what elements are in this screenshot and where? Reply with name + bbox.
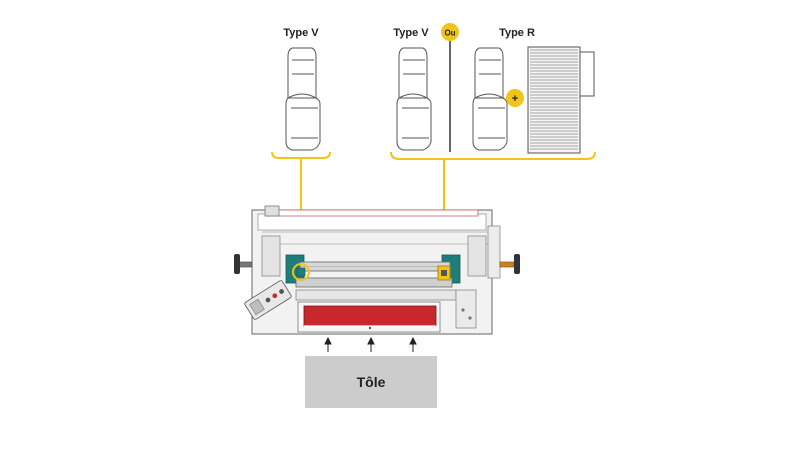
right-handwheel-icon	[499, 254, 520, 274]
sheet-box	[305, 356, 437, 408]
plus-badge: +	[506, 89, 524, 107]
sheet-label: Tôle	[357, 374, 386, 390]
type-v-right-roller-icon	[396, 47, 432, 151]
or-badge-label: Ou	[444, 29, 455, 38]
red-roller	[303, 305, 437, 327]
type-r-roller-icon	[527, 46, 595, 154]
type-v-left-label: Type V	[283, 27, 319, 39]
type-r-label: Type R	[499, 27, 535, 39]
control-panel-icon	[244, 280, 292, 320]
tool-left-marker-icon	[292, 263, 310, 281]
plus-badge-label: +	[512, 93, 518, 105]
machine	[234, 205, 520, 335]
type-v-left-roller-icon	[285, 47, 321, 151]
type-v-right-label: Type V	[393, 27, 429, 39]
or-badge: Ou	[441, 23, 459, 41]
feed-arrows	[324, 336, 417, 352]
type-r-ribs	[530, 49, 578, 150]
tool-right-marker-icon	[437, 265, 451, 281]
left-handwheel-icon	[234, 254, 253, 274]
type-v-option-roller-icon	[472, 47, 508, 151]
